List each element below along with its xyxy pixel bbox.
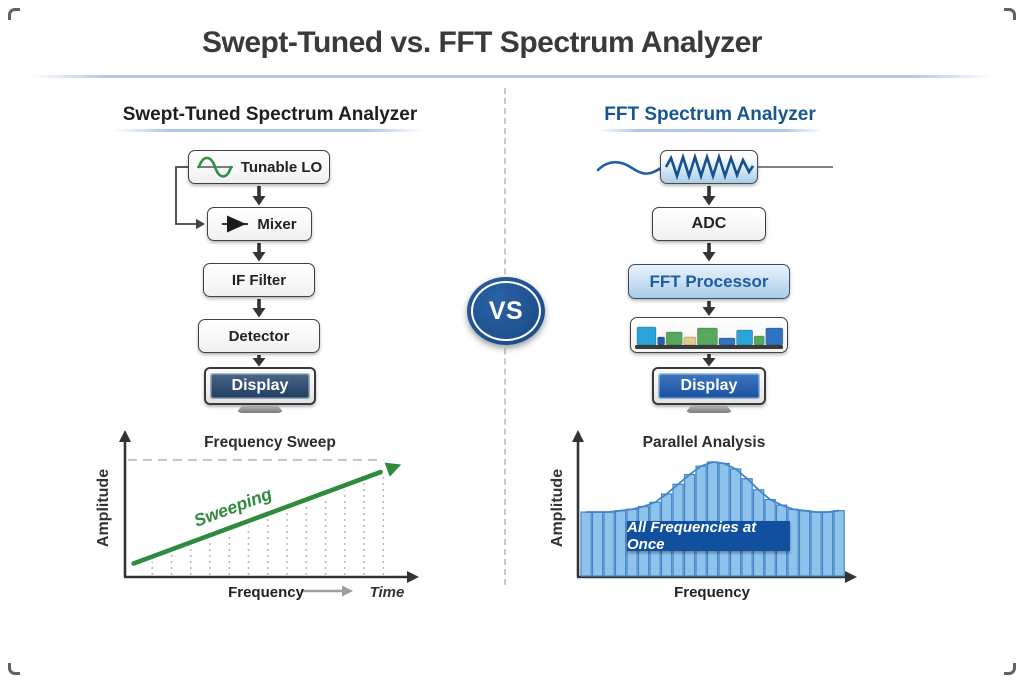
right-heading-underline <box>597 129 823 132</box>
frequency-to-time-arrow <box>150 585 353 597</box>
down-arrow <box>252 186 266 367</box>
fft-chart-bars <box>580 461 845 577</box>
page-title: Swept-Tuned vs. FFT Spectrum Analyzer <box>202 26 762 59</box>
sweep-chart-plot <box>127 458 402 575</box>
right-panel-heading: FFT Spectrum Analyzer <box>604 104 816 125</box>
vs-badge: VS <box>467 277 545 345</box>
corner-mark <box>1004 8 1016 20</box>
fft-chart-axes <box>572 430 857 583</box>
sweep-chart-axes <box>119 430 419 583</box>
corner-mark <box>1004 663 1016 675</box>
left-heading-underline <box>113 129 423 132</box>
down-arrow <box>702 186 716 367</box>
left-panel-heading: Swept-Tuned Spectrum Analyzer <box>122 104 418 125</box>
title-underline <box>30 75 992 78</box>
vs-badge-label: VS <box>488 296 524 325</box>
input-signal-wave <box>596 160 833 175</box>
corner-mark <box>8 8 20 20</box>
corner-mark <box>8 663 20 675</box>
feedback-connector <box>175 166 205 230</box>
